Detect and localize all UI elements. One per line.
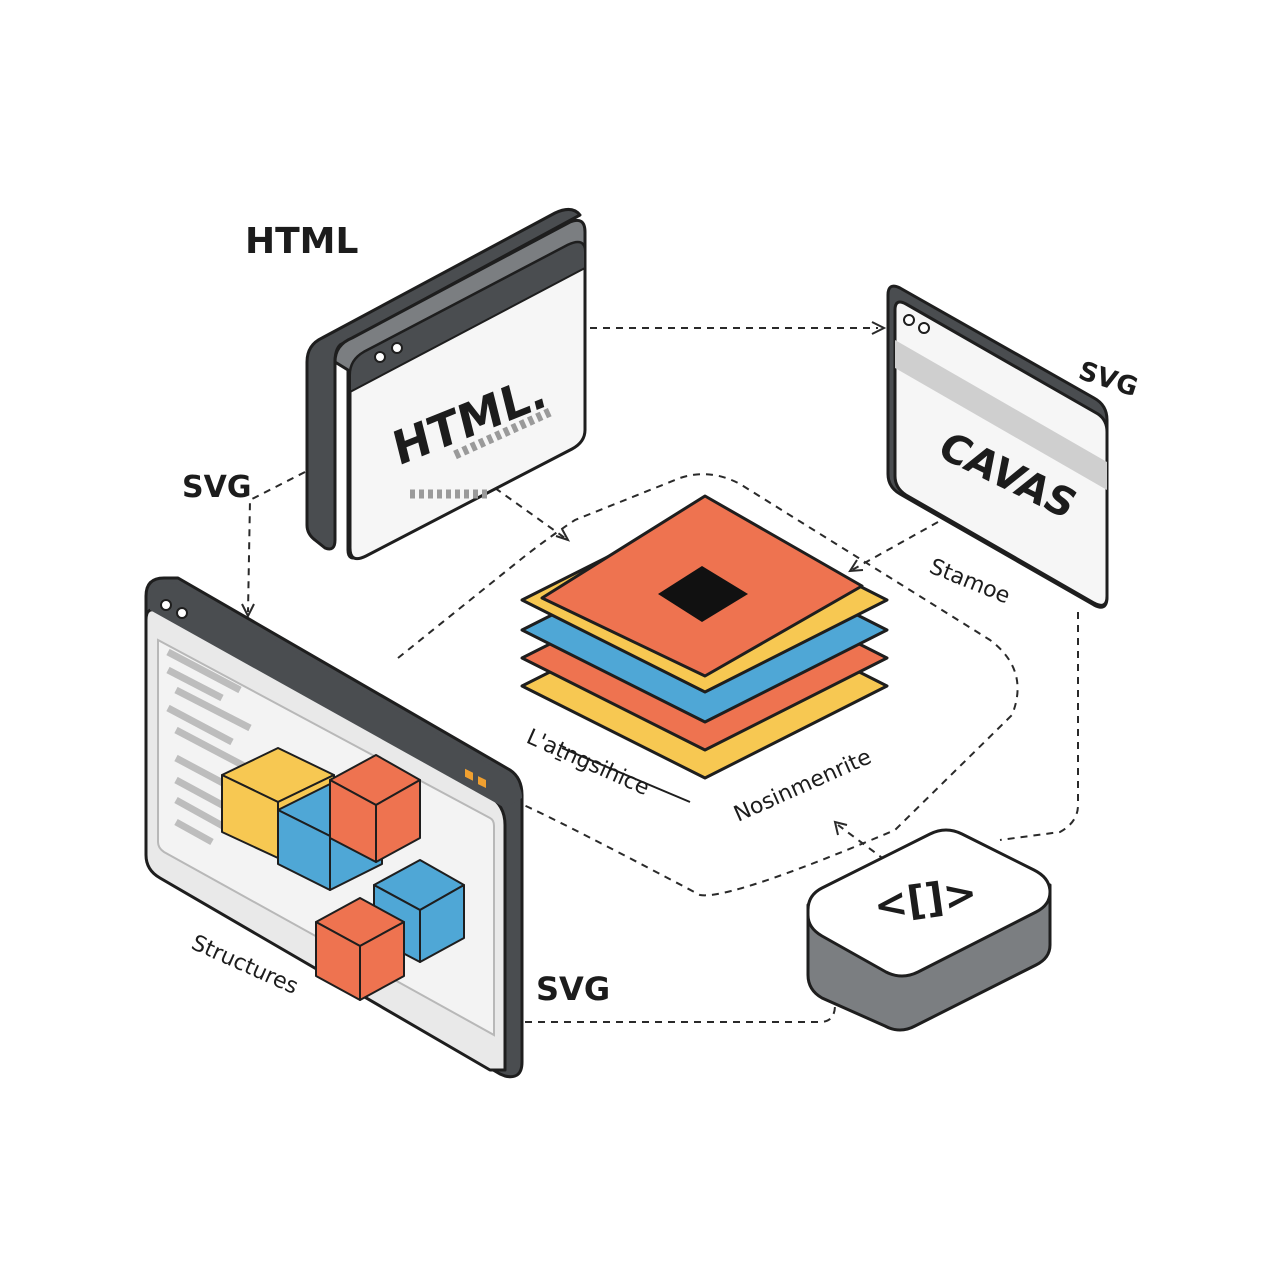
connector-html-to-layers — [494, 487, 566, 539]
arrowhead-stack-bottom — [833, 820, 848, 836]
dashed-connectors — [241, 321, 1079, 1023]
cubes — [221, 747, 465, 1001]
arrowhead-layers-right — [848, 559, 864, 573]
dot-icon — [374, 351, 386, 363]
cube-orange-1 — [329, 754, 421, 863]
svg-left-label: SVG — [182, 470, 251, 505]
layer-stack — [520, 494, 889, 803]
orange-indicator — [478, 776, 486, 789]
connector-code-to-stack — [837, 824, 886, 861]
center-square — [658, 566, 748, 622]
code-box: <[]> — [806, 828, 1052, 1032]
dot-icon — [918, 322, 930, 334]
cube-orange-2 — [315, 897, 405, 1001]
dot-icon — [903, 314, 915, 326]
orange-indicator — [465, 768, 473, 781]
arrowhead-layers-left — [555, 528, 571, 542]
canvas-window: CAVAS — [886, 284, 1109, 609]
dot-icon — [176, 607, 188, 619]
underline-stroke — [561, 747, 691, 803]
arrowhead-browser — [241, 603, 255, 619]
stamoe-label: Stamoe — [926, 554, 1014, 609]
dot-icon — [391, 342, 403, 354]
html-window: HTML. — [305, 208, 587, 561]
dot-icon — [160, 599, 172, 611]
connector-canvas-to-code — [999, 612, 1079, 841]
nosinmenrite-label: Nosinmenrite — [730, 745, 875, 828]
connector-html-to-browser — [247, 471, 306, 613]
html-top-label: HTML — [245, 221, 358, 262]
arrowhead-canvas — [871, 321, 887, 335]
svg-bottom-label: SVG — [536, 970, 610, 1008]
dashed-region — [397, 473, 1019, 897]
